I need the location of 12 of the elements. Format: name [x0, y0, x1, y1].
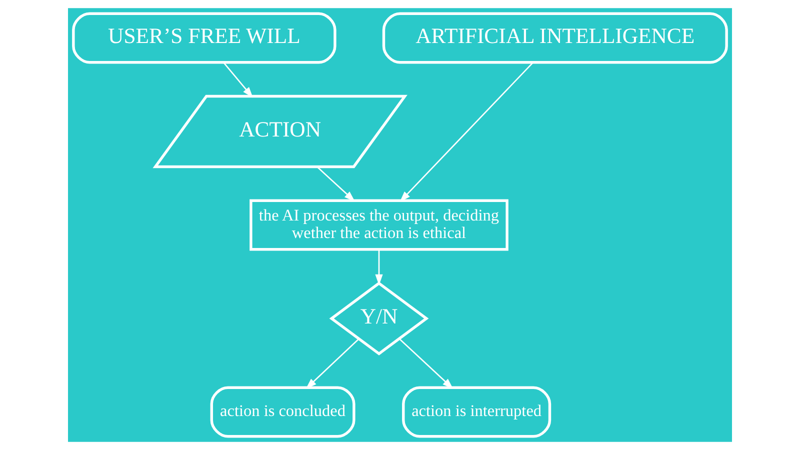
node-box: action is concluded: [210, 386, 356, 438]
arrow: [223, 62, 254, 98]
node-box: USER’S FREE WILL: [72, 12, 336, 64]
arrow: [317, 166, 356, 202]
arrow: [375, 250, 383, 286]
arrow: [399, 338, 454, 389]
arrow: [306, 338, 360, 389]
node-box: the AI processes the output, deciding wether the action is ethical: [250, 199, 508, 251]
node-box: action is interrupted: [402, 386, 552, 438]
arrow: [400, 62, 534, 202]
node-diamond: Y/N: [329, 282, 429, 356]
node-box: ARTIFICIAL INTELLIGENCE: [382, 12, 728, 64]
